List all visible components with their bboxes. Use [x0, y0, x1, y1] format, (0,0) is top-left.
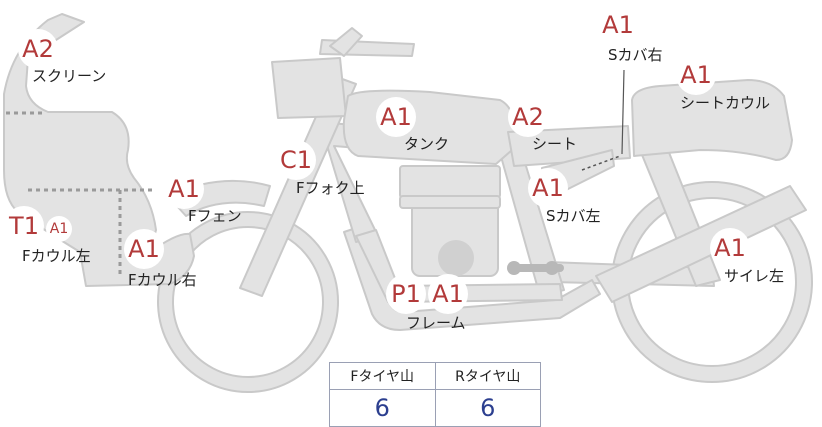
grade-f-cowl-left-a: A1	[46, 216, 72, 242]
front-tire-header: Fタイヤ山	[329, 362, 436, 390]
label-silencer-left: サイレ左	[724, 267, 785, 285]
grade-f-fender: A1	[164, 169, 204, 209]
headlight	[271, 57, 347, 119]
label-f-cowl-right: Fカウル右	[128, 271, 197, 289]
grade-s-cover-left: A1	[528, 168, 568, 208]
fuel-tank	[342, 89, 516, 165]
s-cover-right-leader	[621, 69, 625, 155]
front-tire-value: 6	[329, 389, 436, 427]
silencer	[595, 185, 807, 303]
tire-tread-table: Fタイヤ山 Rタイヤ山 6 6	[329, 362, 541, 427]
grade-tank: A1	[376, 97, 416, 137]
label-f-cowl-left: Fカウル左	[22, 247, 91, 265]
radiator	[399, 195, 501, 209]
grade-frame-p: P1	[386, 274, 426, 314]
grade-screen: A2	[18, 29, 58, 69]
engine-head	[399, 165, 501, 199]
grade-f-fork-top: C1	[276, 140, 316, 180]
label-s-cover-left: Sカバ左	[546, 207, 601, 225]
grade-frame-a: A1	[428, 274, 468, 314]
front-fork	[239, 75, 357, 297]
grade-seat-cowl: A1	[676, 55, 716, 95]
label-f-fork-top: Fフォク上	[296, 179, 365, 197]
s-cover-right-mark	[581, 155, 621, 171]
rear-tire-value: 6	[434, 389, 541, 427]
grade-f-cowl-left-t: T1	[4, 206, 44, 246]
grade-silencer-left: A1	[710, 228, 750, 268]
rear-tire-header: Rタイヤ山	[434, 362, 541, 390]
label-seat-cowl: シートカウル	[680, 94, 771, 112]
engine-cover	[438, 240, 474, 276]
handlebar-rise	[329, 27, 363, 57]
grade-f-cowl-right: A1	[124, 229, 164, 269]
rear-wheel	[611, 181, 814, 383]
grade-seat: A2	[508, 97, 548, 137]
grade-s-cover-right: A1	[598, 5, 638, 45]
label-screen: スクリーン	[32, 67, 107, 85]
label-f-fender: Fフェン	[188, 207, 242, 225]
label-tank: タンク	[404, 135, 450, 153]
seat-cowl	[631, 79, 793, 161]
label-seat: シート	[532, 135, 578, 153]
label-s-cover-right: Sカバ右	[608, 46, 663, 64]
label-frame: フレーム	[406, 314, 466, 332]
